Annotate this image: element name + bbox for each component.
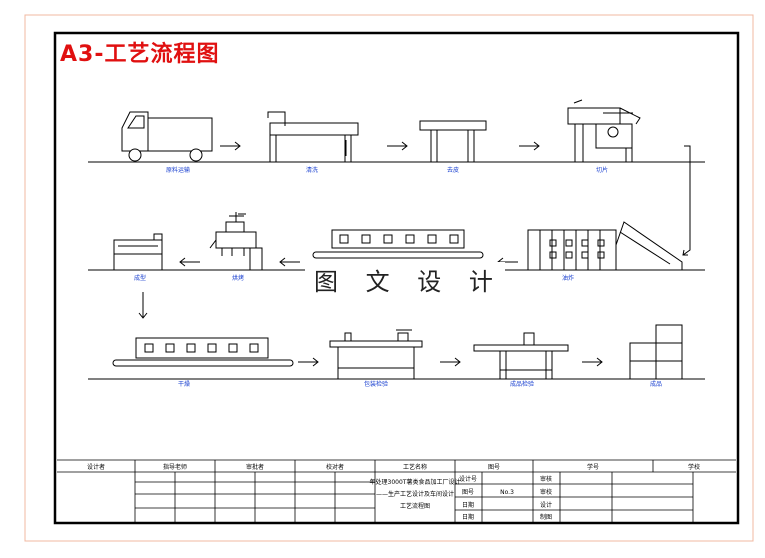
inner-frame: [53, 31, 740, 525]
tb-right-field-2: 设计: [540, 501, 552, 509]
label-product: 成品: [650, 380, 662, 388]
label-bake: 烘烤: [232, 274, 244, 282]
dryer-icon: [112, 337, 294, 367]
label-peel: 去皮: [447, 166, 459, 174]
title-block: [57, 459, 736, 522]
drawing-title: A3-工艺流程图: [60, 42, 220, 67]
arrow-5: [279, 257, 300, 267]
tb-header-3: 校对者: [326, 463, 344, 471]
label-transport: 原料运输: [166, 166, 190, 174]
packing-table-icon: [473, 332, 569, 379]
label-form: 成型: [134, 274, 146, 282]
tb-right-field-0: 审核: [540, 475, 552, 483]
label-slice: 切片: [596, 166, 608, 174]
arrow-8: [440, 357, 461, 367]
tb-project-line-1: ——生产工艺设计及车间设计: [376, 490, 454, 498]
turn-arrowhead: [682, 249, 688, 256]
turn-arrow: [682, 145, 691, 256]
tb-header-2: 审批者: [246, 463, 264, 471]
slicer-icon: [567, 99, 641, 162]
tb-right-field-1: 审校: [540, 488, 552, 496]
tb-header-0: 设计者: [87, 463, 105, 471]
watermark: 图 文 设 计: [312, 262, 505, 297]
outer-border: [24, 14, 754, 542]
oven-conveyor-icon: [312, 229, 484, 259]
tb-header-5: 图号: [488, 464, 500, 471]
arrow-6: [179, 257, 200, 267]
tb-right-field-3: 制图: [540, 513, 552, 521]
product-boxes-icon: [629, 324, 683, 380]
tb-project-line-0: 年处理3000T薯类食品加工厂设计: [370, 478, 461, 486]
arrow-2: [387, 141, 408, 151]
tb-header-1: 指导老师: [163, 463, 187, 471]
tb-drawing-no: No.3: [500, 489, 514, 496]
label-pack-inspect: 包装检验: [364, 380, 388, 388]
washer-icon: [267, 111, 359, 162]
peeler-icon: [419, 120, 487, 162]
former-icon: [209, 212, 263, 271]
title-block-text: 设计者 指导老师 审批者 校对者 工艺名称 图号 学号 学校 年处理3000T薯…: [87, 463, 700, 521]
tb-header-4: 工艺名称: [403, 463, 427, 471]
arrow-3: [519, 141, 540, 151]
label-wash: 清洗: [306, 166, 318, 174]
tb-field-1: 图号: [462, 489, 474, 496]
truck-icon: [121, 111, 213, 162]
tb-field-3: 日期: [462, 513, 474, 521]
feeder-icon: [113, 233, 163, 270]
tb-field-0: 设计号: [459, 475, 477, 483]
arrow-9: [582, 357, 603, 367]
arrow-down: [138, 292, 148, 319]
arrow-7: [298, 357, 319, 367]
inspection-table-icon: [329, 329, 423, 379]
tb-field-2: 日期: [462, 501, 474, 509]
label-dry: 干燥: [178, 380, 190, 388]
tb-header-7: 学校: [688, 463, 700, 471]
tb-project-line-2: 工艺流程图: [400, 502, 430, 510]
step-labels: 原料运输 清洗 去皮 切片 成型 烘烤 油炸 干燥 包装检验 成品检验 成品: [134, 166, 662, 388]
label-fry: 油炸: [562, 274, 574, 282]
fryer-icon: [527, 221, 683, 271]
tb-header-6: 学号: [587, 463, 599, 471]
arrow-1: [220, 141, 241, 151]
label-product-inspect: 成品检验: [510, 380, 534, 388]
